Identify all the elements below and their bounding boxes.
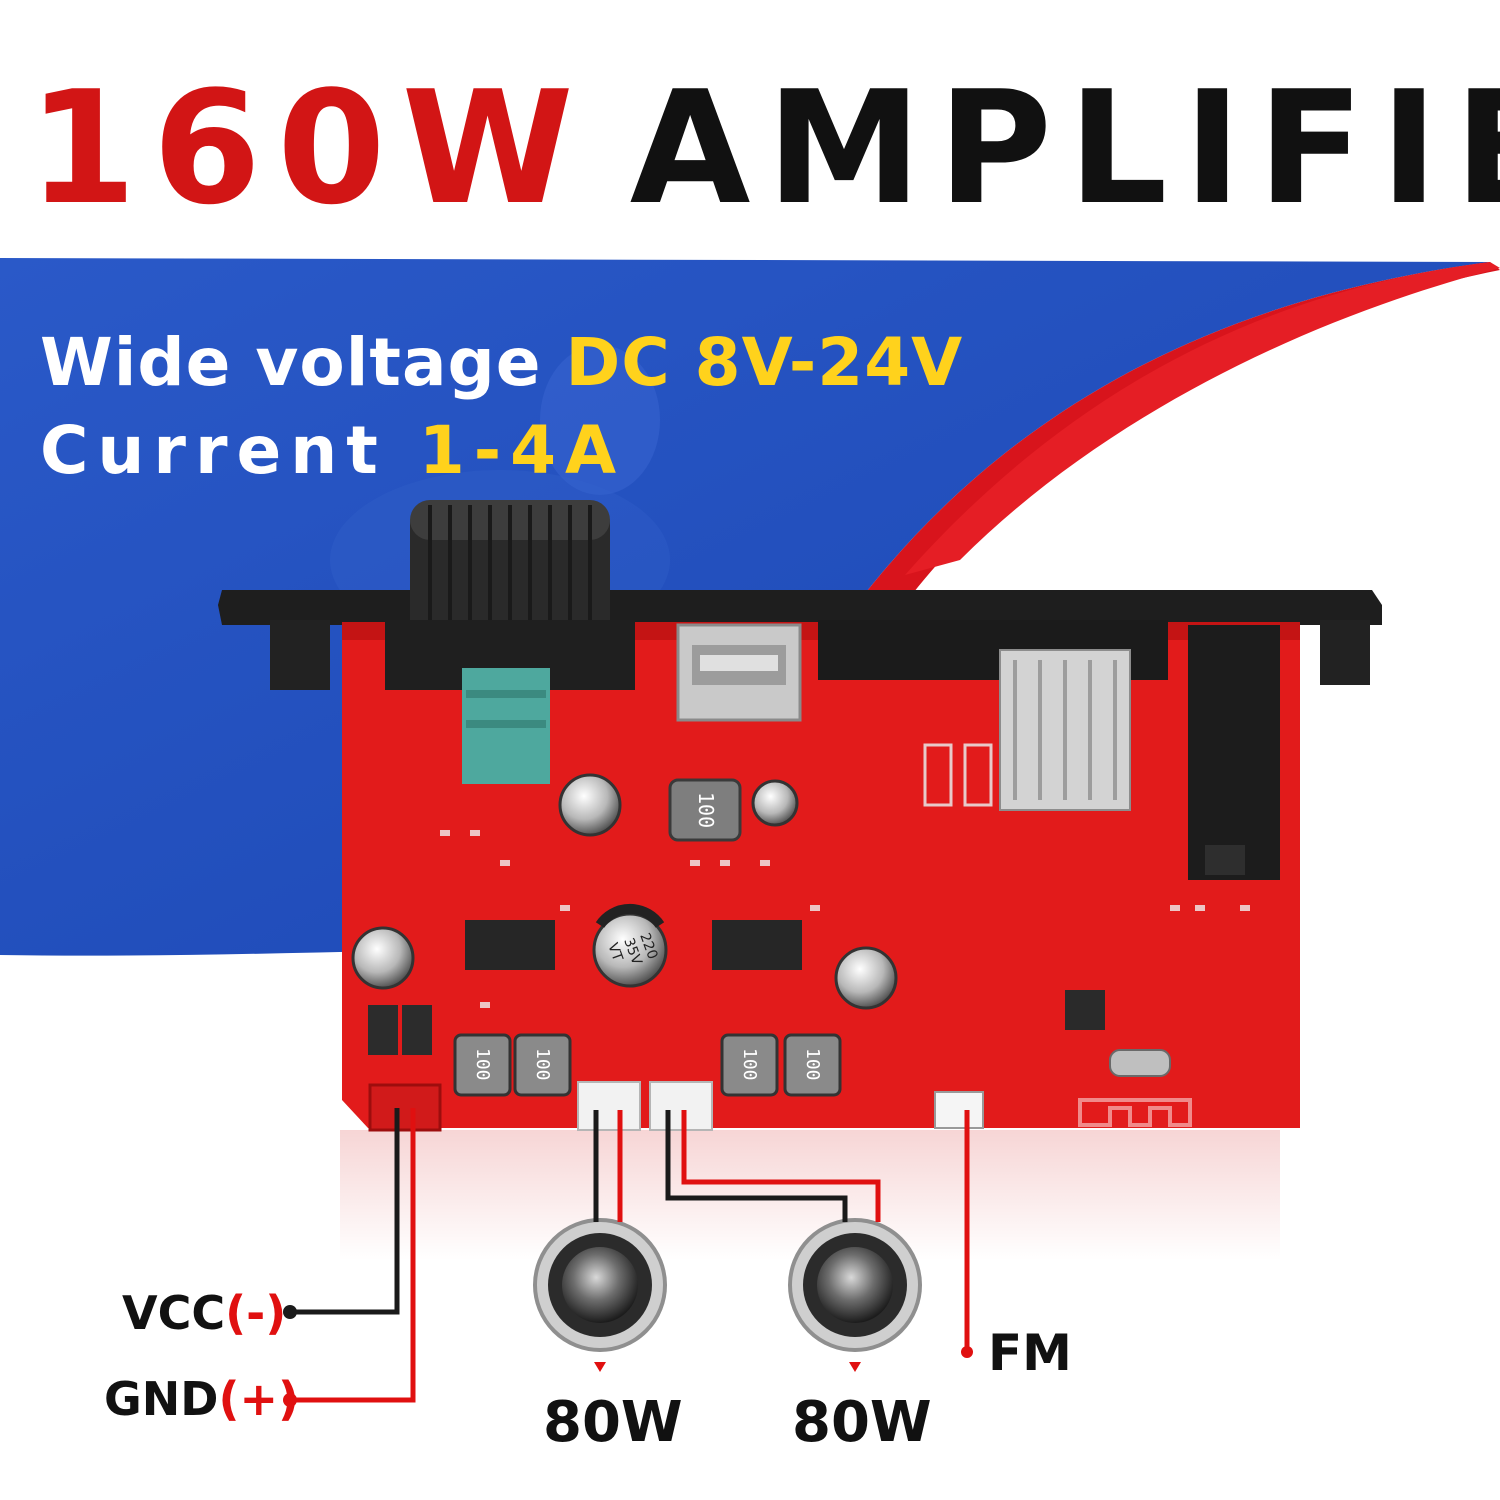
inductor-marking: 100: [694, 792, 718, 828]
gnd-text: GND: [104, 1372, 219, 1426]
vcc-label: VCC(-): [122, 1290, 286, 1336]
headline-power: 160W: [28, 57, 590, 239]
wire-speaker-right-black: [665, 1110, 848, 1222]
speaker-connector-left: [577, 1081, 641, 1131]
crystal: [1109, 1049, 1171, 1077]
spec-voltage-value: DC 8V-24V: [565, 324, 964, 401]
power-inductors: [453, 1033, 842, 1097]
speaker-left: [533, 1218, 667, 1352]
front-panel: [218, 590, 1382, 625]
speaker-left-power: 80W: [543, 1390, 683, 1455]
wire-end-dot: [283, 1393, 297, 1407]
fm-label: FM: [988, 1324, 1072, 1382]
amplifier-chip: [465, 920, 555, 970]
gnd-label: GND(+): [104, 1376, 299, 1422]
speaker-right: [788, 1218, 922, 1352]
spec-voltage-label: Wide voltage: [40, 324, 542, 401]
capacitor: [751, 779, 799, 827]
spec-current-value: 1-4A: [418, 412, 626, 489]
inductor-marking: 100: [739, 1048, 760, 1081]
inductor-marking: 100: [532, 1048, 553, 1081]
arrow-marker: [594, 1362, 606, 1372]
vcc-text: VCC: [122, 1286, 226, 1340]
speaker-right-power: 80W: [792, 1390, 932, 1455]
wire-end-dot: [961, 1346, 973, 1358]
capacitor: [558, 773, 622, 837]
wire-vcc: [290, 1108, 400, 1315]
headline: 160WAMPLIFIER: [28, 70, 1500, 226]
spec-voltage: Wide voltage DC 8V-24V: [40, 330, 963, 396]
capacitor: [592, 912, 668, 988]
vcc-sign: (-): [225, 1286, 287, 1340]
headline-title: AMPLIFIER: [629, 57, 1500, 239]
audio-jack: [1188, 625, 1280, 880]
capacitor-marking: VT: [604, 941, 625, 964]
bluetooth-chip: [1065, 990, 1105, 1030]
speaker-connector-right: [649, 1081, 713, 1131]
capacitor: [351, 926, 415, 990]
capacitor: [834, 946, 898, 1010]
gnd-sign: (+): [218, 1372, 300, 1426]
inductor-marking: 100: [472, 1048, 493, 1081]
wire-gnd: [290, 1108, 416, 1403]
arrow-marker: [849, 1362, 861, 1372]
spec-current: Current 1-4A: [40, 418, 625, 484]
inductor: [668, 778, 742, 842]
wire-speaker-right-red: [681, 1110, 881, 1222]
spec-current-label: Current: [40, 412, 387, 489]
fm-connector: [934, 1091, 984, 1129]
wire-end-dot: [283, 1305, 297, 1319]
amplifier-chip: [712, 920, 802, 970]
power-connector: [368, 1083, 442, 1132]
inductor-marking: 100: [802, 1048, 823, 1081]
